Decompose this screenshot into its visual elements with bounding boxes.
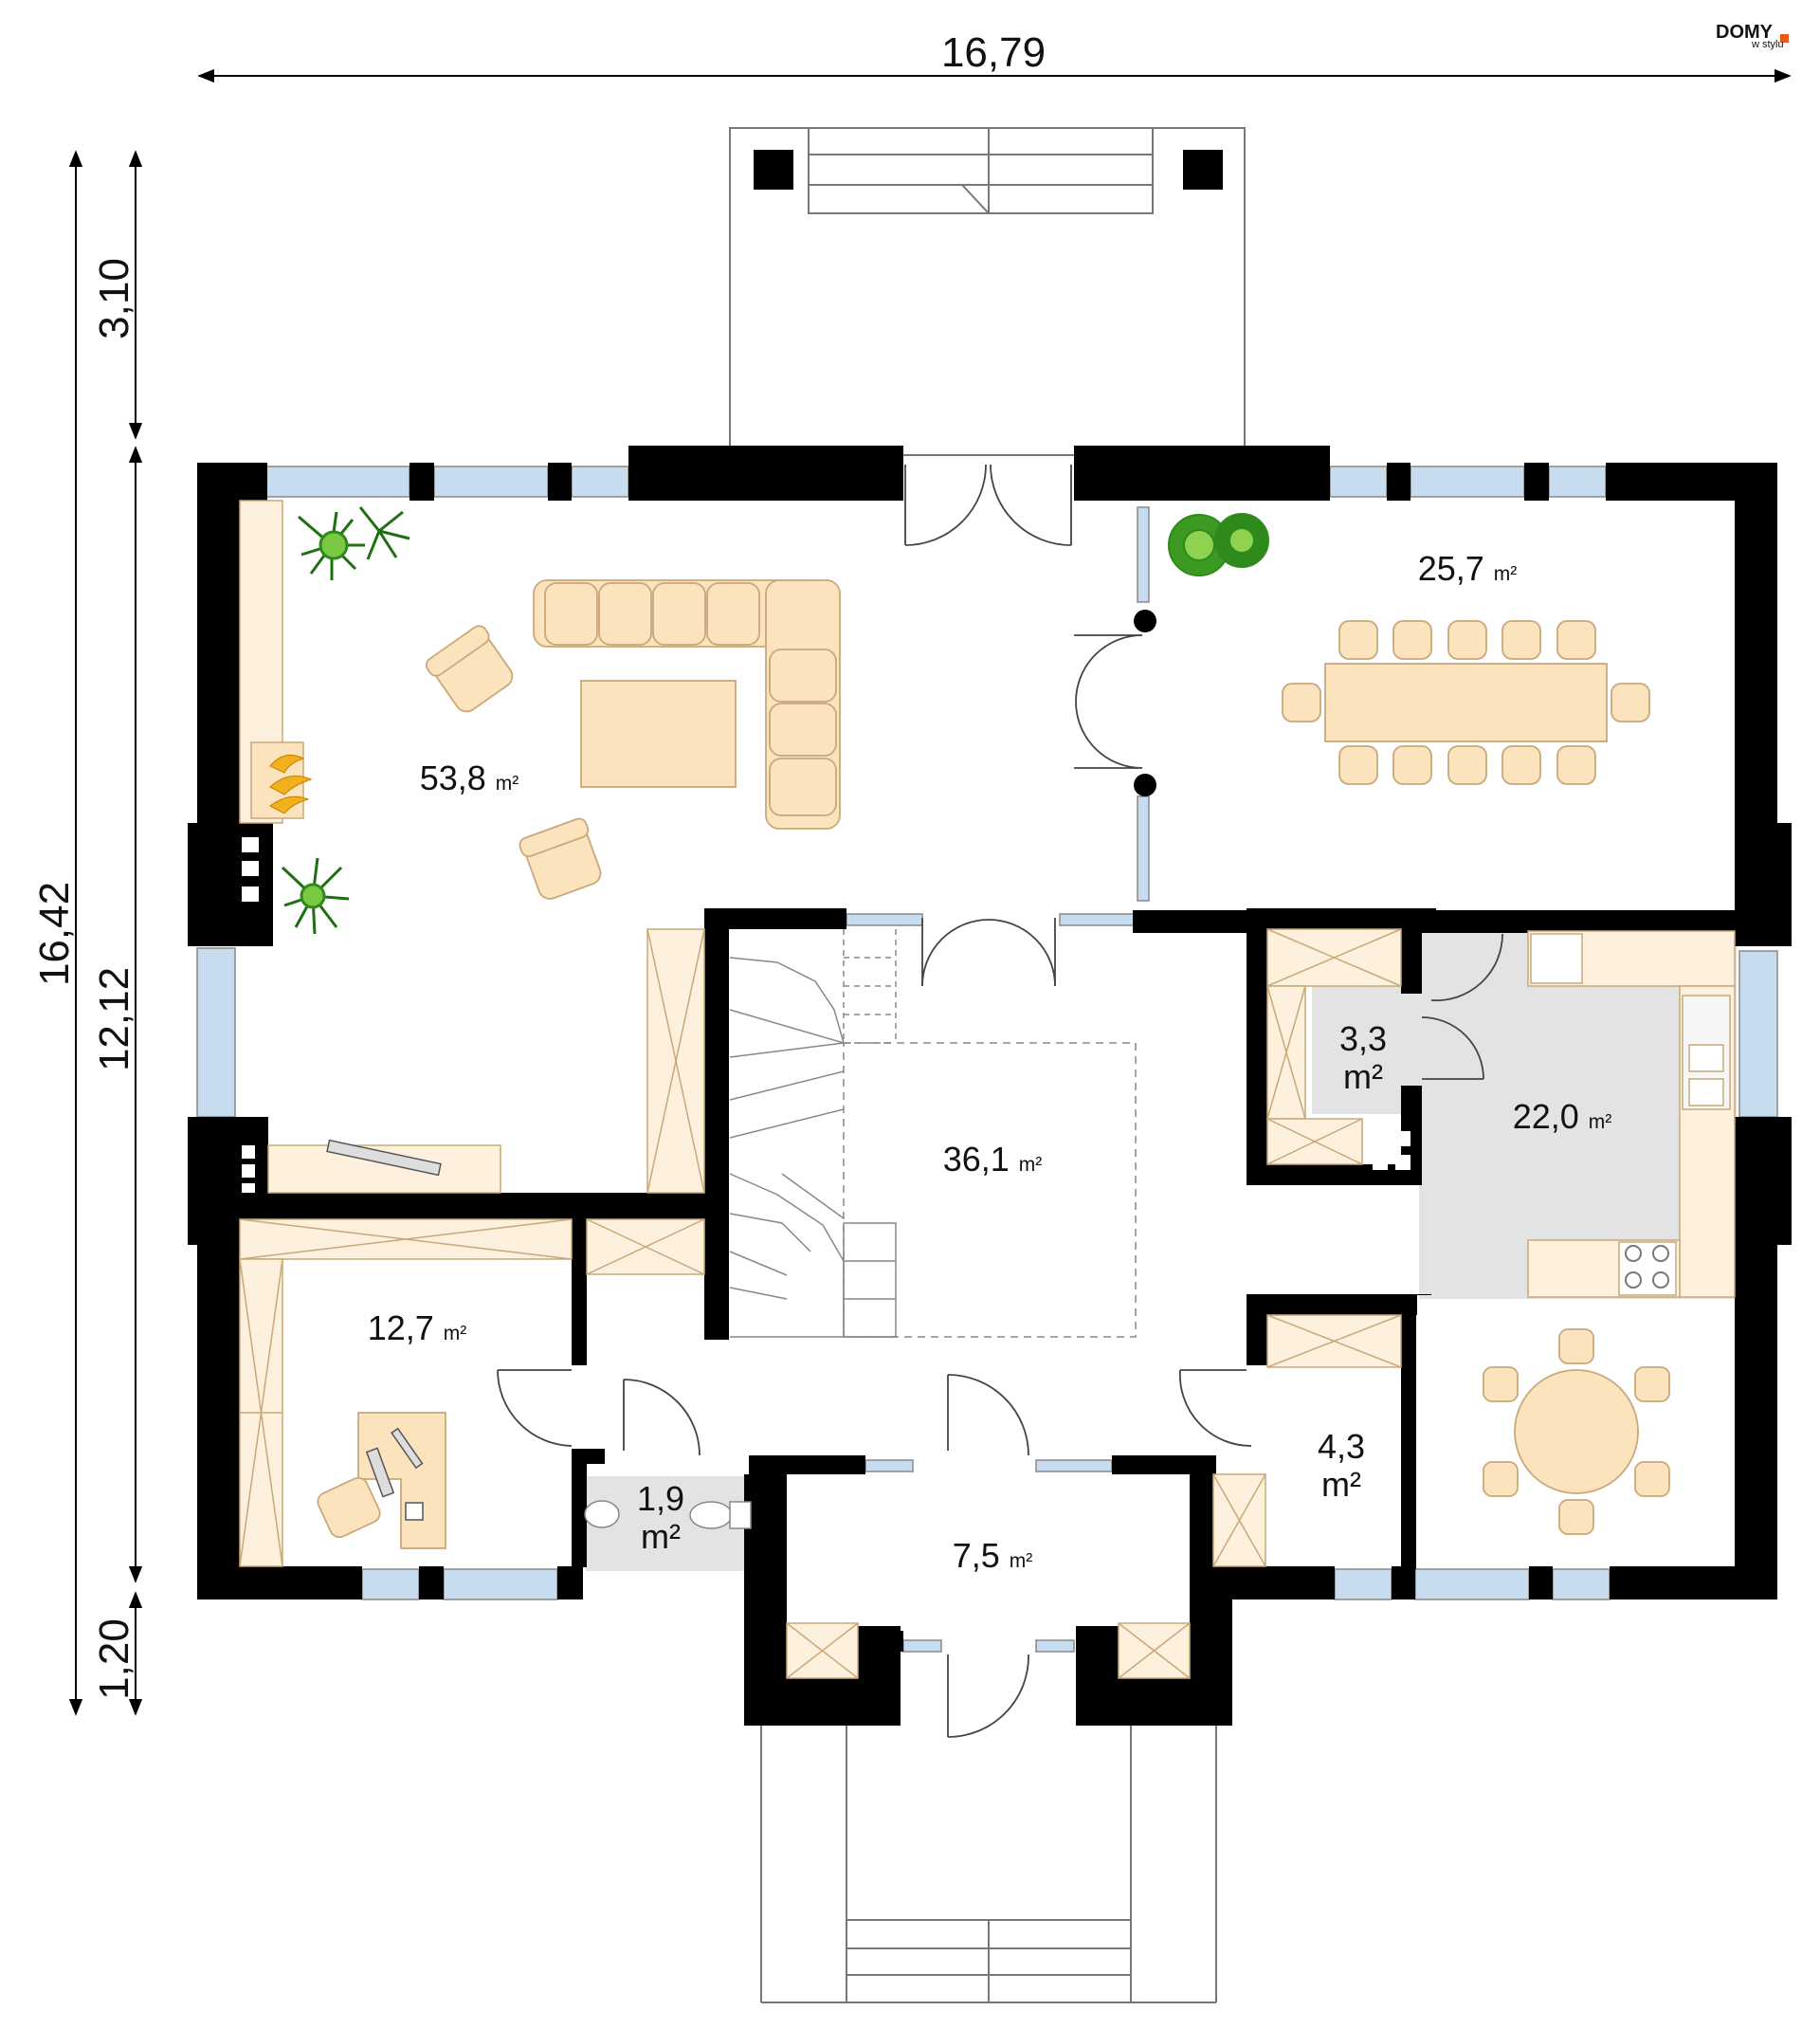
pantry-shelves-icon: [1373, 1131, 1410, 1170]
wc-fixtures-icon: [760, 1497, 786, 1530]
lower-porch: [760, 1726, 1217, 2003]
desk-computer-icon: [326, 1139, 442, 1521]
doors: [497, 464, 1503, 1738]
walls: [188, 446, 1792, 1726]
svg-text:53,8 m²: 53,8 m²: [420, 759, 519, 797]
brand-logo: DOMY w stylu: [1716, 22, 1789, 50]
room-label-7-5: 7,5 m²: [953, 1536, 1033, 1575]
room-label-3-3: 3,3 m²: [1339, 1019, 1387, 1096]
dim-upper-terrace: 3,10: [91, 258, 137, 339]
plant-icon: [298, 506, 410, 580]
room-label-53-8: 53,8 m²: [420, 759, 519, 797]
svg-text:3,3: 3,3: [1339, 1019, 1387, 1058]
dimension-lines: [68, 68, 1792, 1716]
svg-text:7,5 m²: 7,5 m²: [953, 1536, 1033, 1575]
svg-text:1,9: 1,9: [637, 1479, 684, 1518]
logo-sub: w stylu: [1751, 39, 1784, 50]
room-label-4-3: 4,3 m²: [1318, 1427, 1365, 1504]
wall-vents: [242, 837, 259, 1193]
plant-icon: [1168, 513, 1269, 576]
fixtures: [239, 500, 1736, 1679]
dim-total-depth: 16,42: [31, 882, 78, 986]
svg-text:4,3: 4,3: [1318, 1427, 1365, 1466]
room-label-36-1: 36,1 m²: [943, 1140, 1043, 1179]
svg-text:m²: m²: [1321, 1465, 1361, 1504]
svg-text:m²: m²: [1343, 1057, 1383, 1096]
svg-text:22,0 m²: 22,0 m²: [1513, 1097, 1612, 1136]
dim-total-width: 16,79: [941, 29, 1046, 76]
room-label-22-0: 22,0 m²: [1513, 1097, 1612, 1136]
svg-text:36,1 m²: 36,1 m²: [943, 1140, 1043, 1179]
fireplace-flame-icon: [269, 754, 313, 814]
stove-burners-icon: [1625, 1245, 1669, 1289]
room-label-25-7: 25,7 m²: [1418, 549, 1518, 588]
dim-lower-porch: 1,20: [91, 1618, 137, 1700]
svg-text:m²: m²: [641, 1517, 681, 1556]
logo-brand: DOMY: [1716, 22, 1774, 43]
dim-house-depth: 12,12: [91, 967, 137, 1071]
svg-text:25,7 m²: 25,7 m²: [1418, 549, 1518, 588]
room-label-1-9: 1,9 m²: [637, 1479, 684, 1556]
upper-terrace: [729, 127, 1246, 456]
plant-icon: [281, 857, 350, 935]
room-label-12-7: 12,7 m²: [368, 1308, 467, 1347]
furniture: [317, 579, 1670, 1549]
staircase: [729, 929, 1137, 1338]
svg-text:12,7 m²: 12,7 m²: [368, 1308, 467, 1347]
